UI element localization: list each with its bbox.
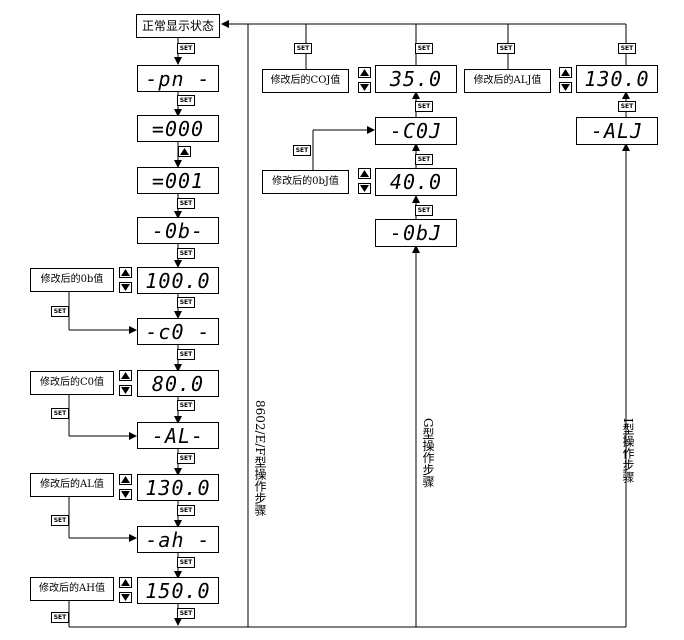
up-triangle-icon bbox=[360, 170, 369, 177]
up-key[interactable] bbox=[178, 146, 191, 157]
down-key[interactable] bbox=[119, 282, 132, 293]
modified-0bj-label: 修改后的0bJ值 bbox=[262, 170, 349, 194]
up-key[interactable] bbox=[119, 370, 132, 381]
lcd-coj-value: 35.0 bbox=[375, 65, 457, 93]
set-key[interactable]: SET bbox=[618, 43, 636, 54]
down-triangle-icon bbox=[121, 491, 130, 498]
set-key[interactable]: SET bbox=[618, 101, 636, 112]
up-key[interactable] bbox=[119, 577, 132, 588]
down-key[interactable] bbox=[559, 82, 572, 93]
lcd-alj: -ALJ bbox=[576, 117, 658, 145]
up-key[interactable] bbox=[119, 474, 132, 485]
up-triangle-icon bbox=[180, 148, 189, 155]
down-key[interactable] bbox=[358, 82, 371, 93]
lcd-al-value: 130.0 bbox=[137, 474, 219, 501]
set-key[interactable]: SET bbox=[51, 612, 69, 623]
caption-g: G型操作步骤 bbox=[421, 418, 435, 488]
modified-al-label: 修改后的AL值 bbox=[30, 473, 114, 497]
modified-alj-label: 修改后的ALJ值 bbox=[464, 69, 551, 93]
lcd-code-001: =001 bbox=[137, 167, 219, 194]
down-key[interactable] bbox=[358, 183, 371, 194]
down-triangle-icon bbox=[360, 84, 369, 91]
lcd-c0: -c0 - bbox=[137, 318, 219, 345]
lcd-alj-value: 130.0 bbox=[576, 65, 658, 93]
down-triangle-icon bbox=[121, 284, 130, 291]
set-key[interactable]: SET bbox=[51, 306, 69, 317]
up-triangle-icon bbox=[561, 69, 570, 76]
up-key[interactable] bbox=[358, 67, 371, 78]
modified-ah-label: 修改后的AH值 bbox=[30, 577, 114, 601]
set-key[interactable]: SET bbox=[177, 505, 195, 516]
lcd-0b-value: 100.0 bbox=[137, 267, 219, 294]
up-triangle-icon bbox=[121, 476, 130, 483]
caption-8602-e-f: 8602/E/F型操作步骤 bbox=[253, 400, 267, 516]
up-key[interactable] bbox=[119, 267, 132, 278]
lcd-0b: -0b- bbox=[137, 217, 219, 244]
down-key[interactable] bbox=[119, 385, 132, 396]
set-key[interactable]: SET bbox=[497, 43, 515, 54]
caption-i: I型操作步骤 bbox=[621, 418, 635, 483]
modified-c0-label: 修改后的C0值 bbox=[30, 371, 114, 395]
set-key[interactable]: SET bbox=[177, 198, 195, 209]
lcd-pn: -pn - bbox=[137, 65, 219, 92]
set-key[interactable]: SET bbox=[415, 205, 433, 216]
set-key[interactable]: SET bbox=[293, 145, 311, 156]
up-key[interactable] bbox=[559, 67, 572, 78]
lcd-0bj-value: 40.0 bbox=[375, 168, 457, 196]
lcd-ah-value: 150.0 bbox=[137, 577, 219, 604]
set-key[interactable]: SET bbox=[177, 95, 195, 106]
set-key[interactable]: SET bbox=[51, 408, 69, 419]
set-key[interactable]: SET bbox=[177, 248, 195, 259]
set-key[interactable]: SET bbox=[177, 557, 195, 568]
set-key[interactable]: SET bbox=[177, 43, 195, 54]
up-triangle-icon bbox=[121, 372, 130, 379]
lcd-ah: -ah - bbox=[137, 526, 219, 553]
set-key[interactable]: SET bbox=[177, 453, 195, 464]
up-triangle-icon bbox=[360, 69, 369, 76]
down-key[interactable] bbox=[119, 592, 132, 603]
lcd-coj: -C0J bbox=[375, 117, 457, 145]
set-key[interactable]: SET bbox=[177, 608, 195, 619]
set-key[interactable]: SET bbox=[294, 43, 312, 54]
lcd-c0-value: 80.0 bbox=[137, 370, 219, 397]
down-key[interactable] bbox=[119, 489, 132, 500]
down-triangle-icon bbox=[561, 84, 570, 91]
down-triangle-icon bbox=[121, 594, 130, 601]
up-triangle-icon bbox=[121, 269, 130, 276]
down-triangle-icon bbox=[121, 387, 130, 394]
down-triangle-icon bbox=[360, 185, 369, 192]
set-key[interactable]: SET bbox=[177, 400, 195, 411]
set-key[interactable]: SET bbox=[177, 349, 195, 360]
set-key[interactable]: SET bbox=[177, 297, 195, 308]
modified-0b-label: 修改后的0b值 bbox=[30, 268, 114, 292]
modified-coj-label: 修改后的COJ值 bbox=[262, 69, 349, 93]
set-key[interactable]: SET bbox=[415, 101, 433, 112]
normal-display-state: 正常显示状态 bbox=[136, 14, 220, 38]
set-key[interactable]: SET bbox=[415, 154, 433, 165]
set-key[interactable]: SET bbox=[51, 515, 69, 526]
up-triangle-icon bbox=[121, 579, 130, 586]
lcd-0bj: -0bJ bbox=[375, 219, 457, 247]
lcd-code-000: =000 bbox=[137, 115, 219, 142]
lcd-al: -AL- bbox=[137, 422, 219, 449]
up-key[interactable] bbox=[358, 168, 371, 179]
set-key[interactable]: SET bbox=[415, 43, 433, 54]
